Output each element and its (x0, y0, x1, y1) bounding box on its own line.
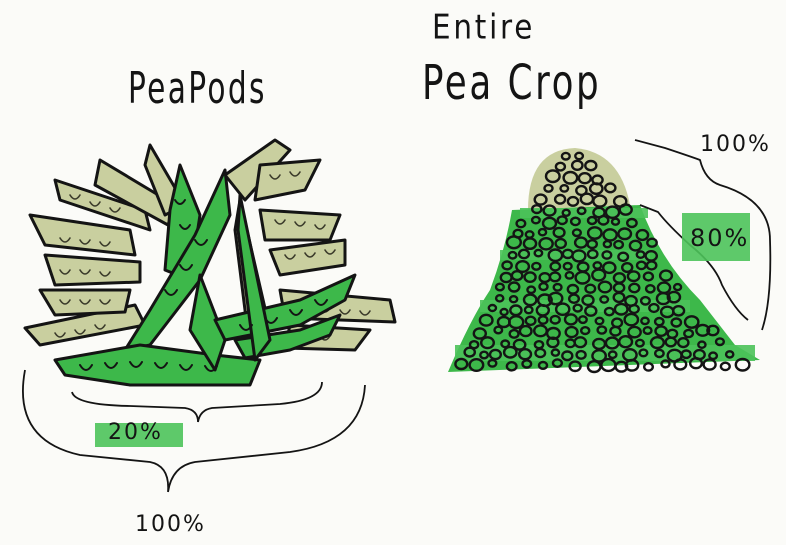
left-outer-bracket (23, 370, 365, 492)
left-title: PeaPods (128, 63, 267, 114)
pale-pod (270, 240, 345, 275)
left-inner-bracket (72, 382, 322, 422)
pea (721, 363, 730, 370)
left-inner-percent: 20% (108, 420, 163, 445)
right-title-line1: Entire (432, 7, 535, 47)
pale-pod (260, 210, 340, 240)
left-outer-percent: 100% (135, 512, 206, 537)
right-outer-percent: 100% (700, 132, 771, 157)
pale-pod (40, 290, 130, 315)
right-title-line2: Pea Crop (422, 54, 601, 110)
pea (662, 361, 670, 368)
pea (644, 363, 653, 370)
pale-pod (255, 160, 320, 200)
pea-pods-pile (25, 140, 395, 385)
right-inner-percent: 80% (690, 224, 749, 252)
